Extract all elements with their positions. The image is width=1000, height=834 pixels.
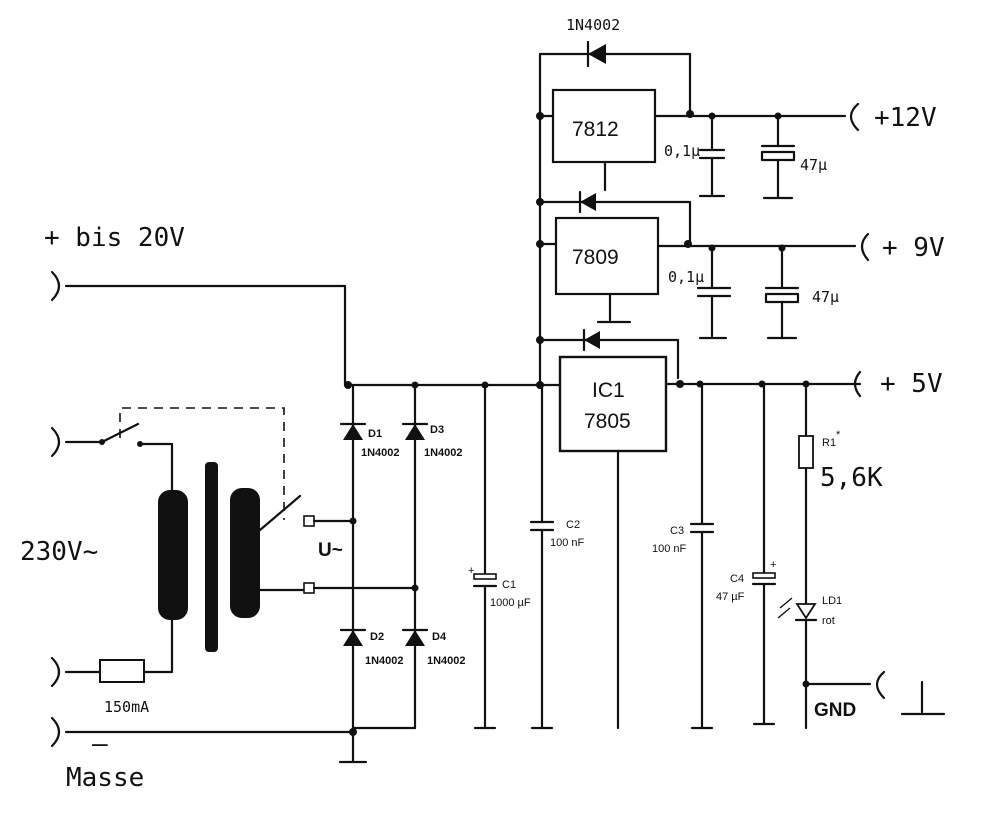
wire-fuse-primary	[142, 618, 174, 674]
diode-d3	[405, 424, 425, 440]
node-d3d4	[411, 584, 419, 592]
label-c1: C1	[502, 579, 516, 591]
label-mass: Masse	[66, 763, 144, 793]
node-5-a	[676, 380, 684, 388]
diode-d4	[405, 630, 425, 646]
label-input-dc: + bis 20V	[44, 223, 185, 253]
tap-terminal-1[interactable]	[303, 515, 315, 527]
label-c3-value: 100 nF	[652, 543, 687, 555]
label-mass-sign: —	[92, 729, 108, 759]
label-d2: D2	[370, 631, 384, 643]
node-rail-1	[411, 381, 419, 389]
label-d4: D4	[432, 631, 447, 643]
label-mains: 230V~	[20, 537, 98, 567]
terminal-9v[interactable]	[860, 232, 870, 262]
label-out-12: +12V	[874, 103, 937, 133]
label-top-diode: 1N4002	[566, 16, 620, 34]
terminal-gnd[interactable]	[875, 670, 886, 700]
capacitor-12-b	[760, 114, 796, 200]
resistor-r1	[798, 435, 814, 469]
ground-symbol-icon	[900, 680, 946, 716]
label-out-9: + 9V	[882, 233, 945, 263]
label-c9b: 47µ	[812, 288, 839, 306]
capacitor-9-a	[696, 246, 732, 340]
led-ld1-cathode	[794, 618, 818, 730]
label-u-ac: U~	[318, 540, 343, 561]
label-ld1: LD1	[822, 595, 842, 607]
terminal-mains-2[interactable]	[50, 656, 61, 688]
label-c4-plus: +	[770, 559, 776, 571]
transformer-secondary	[230, 488, 260, 618]
label-c2: C2	[566, 519, 580, 531]
capacitor-9-b	[764, 246, 800, 340]
diode-12v-protect	[588, 44, 606, 64]
secondary-selector[interactable]	[258, 494, 302, 532]
led-rays	[777, 597, 793, 619]
label-ld1-color: rot	[822, 615, 835, 627]
node-9-a	[684, 240, 692, 248]
ground-7809	[596, 292, 632, 324]
diode-d2	[343, 630, 363, 646]
label-d3-type: 1N4002	[424, 447, 463, 459]
diode-5v-protect	[584, 331, 600, 349]
label-7812: 7812	[572, 118, 619, 141]
label-c4-value: 47 µF	[716, 591, 745, 603]
label-c3: C3	[670, 525, 684, 537]
label-gnd: GND	[814, 700, 856, 721]
transformer-primary	[158, 490, 188, 620]
capacitor-12-a	[698, 114, 726, 198]
terminal-mains-1[interactable]	[50, 426, 61, 458]
label-out-5: + 5V	[880, 369, 943, 399]
label-ic1-type: 7805	[584, 410, 631, 433]
wire-switch-primary	[138, 442, 174, 494]
led-ld1	[795, 603, 817, 620]
terminal-5v[interactable]	[853, 370, 862, 398]
label-r1-mark: *	[836, 429, 841, 441]
label-ic1: IC1	[592, 379, 625, 402]
terminal-12v[interactable]	[849, 102, 860, 132]
label-d1-type: 1N4002	[361, 447, 400, 459]
fuse	[99, 659, 145, 683]
label-r1: R1	[822, 437, 836, 449]
label-d2-type: 1N4002	[365, 655, 404, 667]
label-c4: C4	[730, 573, 744, 585]
label-r1-value: 5,6K	[820, 463, 883, 493]
tap-terminal-2[interactable]	[303, 582, 315, 594]
label-c2-value: 100 nF	[550, 537, 585, 549]
label-c1-plus: +	[468, 565, 474, 577]
label-c1-value: 1000 µF	[490, 597, 531, 609]
label-c12b: 47µ	[800, 156, 827, 174]
label-d3: D3	[430, 424, 444, 436]
switch-link-dashed	[119, 407, 285, 520]
terminal-input-dc[interactable]	[50, 270, 61, 302]
node-12-a	[686, 110, 694, 118]
node-d1d2	[349, 517, 357, 525]
diode-d1	[343, 424, 363, 440]
transformer-core	[205, 462, 218, 652]
regulator-7809	[554, 216, 660, 296]
capacitor-c3	[689, 522, 715, 534]
label-7809: 7809	[572, 246, 619, 269]
bus-regulators	[538, 52, 692, 387]
regulator-ic1-7805	[558, 355, 668, 453]
terminal-mass[interactable]	[50, 716, 61, 748]
label-c12a: 0,1µ	[664, 142, 700, 160]
capacitor-c4	[752, 572, 776, 579]
node-mass	[349, 728, 357, 736]
capacitor-c1	[473, 573, 497, 580]
label-c9a: 0,1µ	[668, 268, 704, 286]
label-fuse: 150mA	[104, 698, 149, 716]
capacitor-c2	[529, 520, 555, 532]
diode-9v-protect	[580, 193, 596, 211]
label-d4-type: 1N4002	[427, 655, 466, 667]
label-d1: D1	[368, 428, 382, 440]
wire-input-dc	[64, 284, 347, 387]
